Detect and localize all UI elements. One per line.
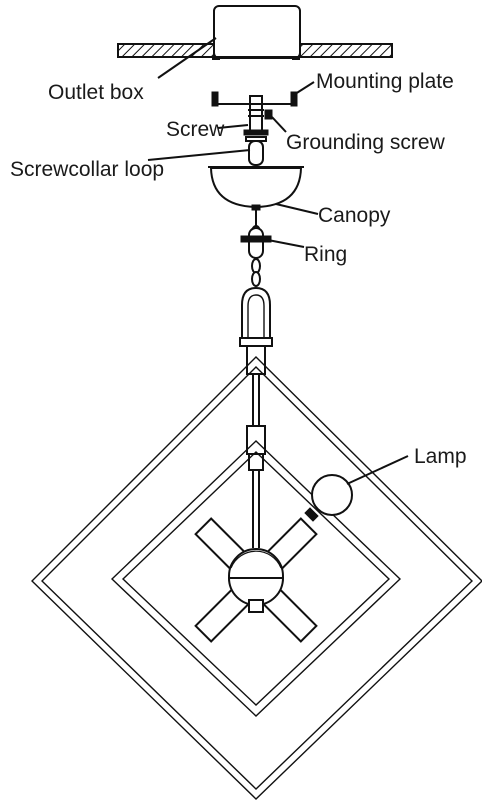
label-outlet-box: Outlet box bbox=[48, 81, 144, 104]
leader-lines bbox=[147, 37, 409, 485]
screwcollar-loop bbox=[248, 140, 264, 166]
label-canopy: Canopy bbox=[318, 204, 391, 227]
canopy bbox=[208, 166, 304, 211]
outer-frame bbox=[31, 356, 482, 800]
suspension-rod bbox=[246, 345, 266, 548]
chain-lower bbox=[251, 258, 261, 287]
label-screwcollar-loop: Screwcollar loop bbox=[10, 158, 164, 181]
label-lamp: Lamp bbox=[414, 445, 467, 468]
lamp-bulb bbox=[304, 474, 353, 522]
label-mounting-plate: Mounting plate bbox=[316, 70, 454, 93]
grounding-screw bbox=[264, 109, 273, 120]
shackle bbox=[239, 286, 273, 347]
label-grounding-screw: Grounding screw bbox=[286, 131, 446, 154]
outlet-box bbox=[212, 5, 301, 60]
center-hub bbox=[227, 548, 285, 613]
center-screw bbox=[243, 95, 269, 142]
label-ring: Ring bbox=[304, 243, 347, 266]
ceiling bbox=[117, 43, 393, 58]
label-screw: Screw bbox=[166, 118, 225, 141]
inner-frame bbox=[110, 440, 402, 717]
ring bbox=[240, 227, 272, 259]
